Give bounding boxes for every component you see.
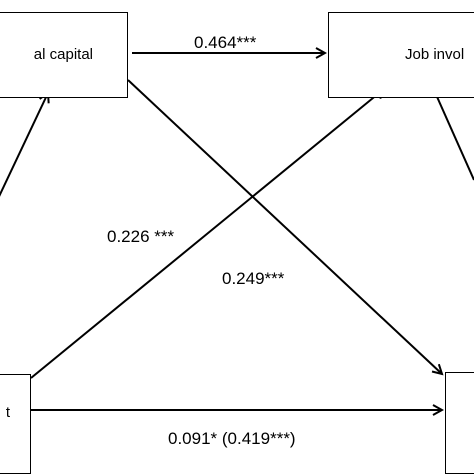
coefficient-cross-path-a: 0.226 *** [107, 227, 175, 246]
node-job-involvement-label: Job invol [405, 46, 465, 63]
node-job-involvement: Job invol [328, 12, 474, 98]
coefficient-cross-path-b: 0.249*** [222, 269, 285, 288]
node-bottom-left: t [0, 374, 31, 474]
arrow-bottom-left-to-top-left [0, 93, 48, 197]
coefficient-top-path: 0.464*** [194, 33, 257, 52]
node-social-capital: al capital [0, 12, 128, 98]
arrow-top-left-to-bottom-right [127, 79, 442, 374]
node-bottom-left-label: t [5, 404, 10, 421]
arrow-top-right-to-bottom-right [433, 89, 474, 181]
coefficient-bottom-path: 0.091* (0.419***) [168, 429, 296, 448]
node-social-capital-label: al capital [33, 46, 93, 63]
arrow-bottom-left-to-top-right [30, 89, 384, 379]
node-bottom-right [445, 372, 474, 474]
